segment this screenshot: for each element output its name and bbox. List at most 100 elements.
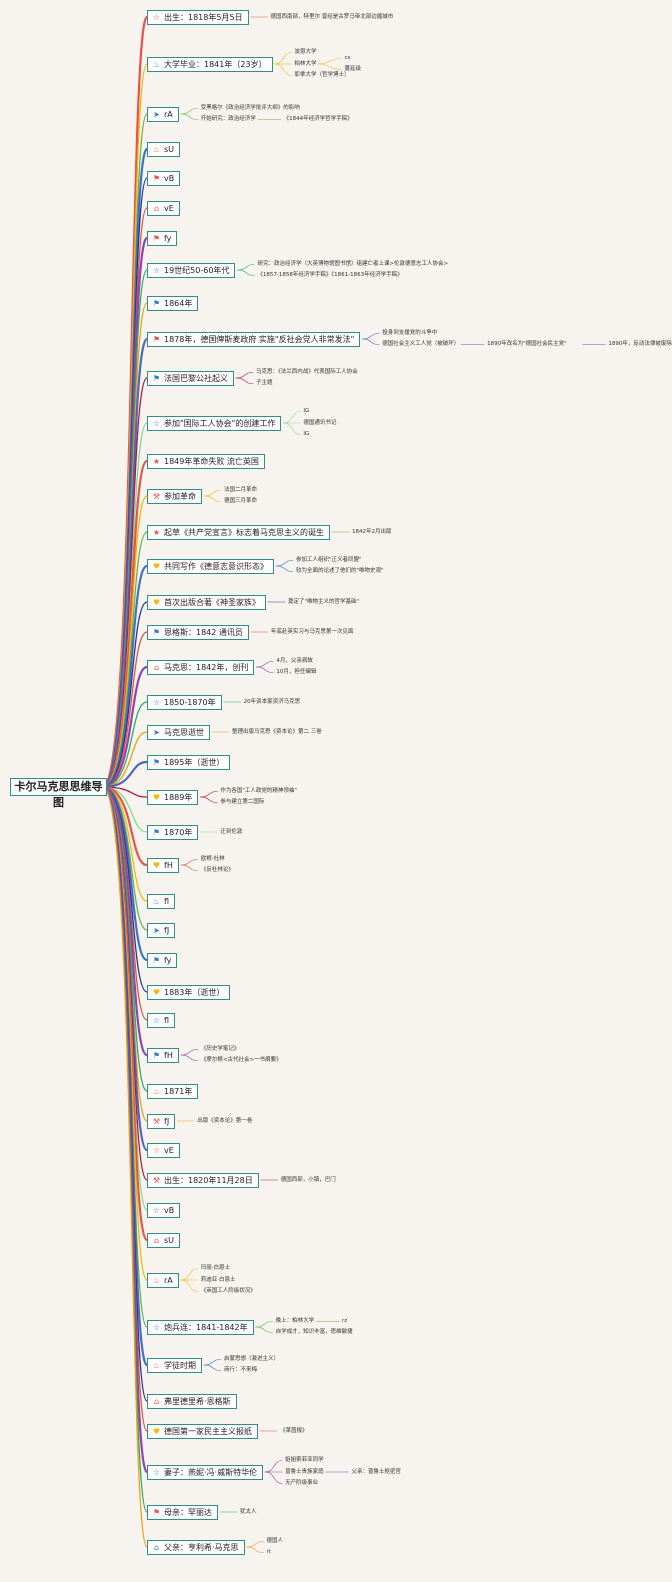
subtopic-leaf[interactable]: IG bbox=[303, 431, 310, 437]
subtopic-leaf[interactable]: 1890年，反动法律被废除 bbox=[608, 341, 672, 348]
subtopic-leaf[interactable]: 子主题 bbox=[256, 380, 273, 387]
branch-node[interactable]: ➤rA bbox=[147, 106, 179, 122]
branch-node[interactable]: ☆妻子：燕妮·冯·威斯特华伦 bbox=[147, 1464, 264, 1480]
subtopic-leaf[interactable]: 《1844年经济学哲学手稿》 bbox=[283, 116, 353, 123]
branch-node[interactable]: ♥fH bbox=[147, 857, 179, 873]
subtopic-leaf[interactable]: 《反杜林论》 bbox=[200, 867, 234, 874]
subtopic-leaf[interactable]: cs bbox=[344, 54, 351, 61]
branch-node[interactable]: ➤fJ bbox=[147, 922, 176, 938]
branch-node[interactable]: ♥共同写作《德意志意识形态》 bbox=[147, 558, 274, 574]
branch-node[interactable]: ⚑法国巴黎公社起义 bbox=[147, 370, 234, 386]
branch-node[interactable]: ⚑fy bbox=[147, 952, 178, 968]
branch-node[interactable]: ⚑母亲：罕丽达 bbox=[147, 1504, 218, 1520]
subtopic-leaf[interactable]: 参与建立第二国际 bbox=[220, 799, 265, 806]
subtopic-leaf[interactable]: 启蒙思想（激进主义） bbox=[224, 1355, 280, 1362]
branch-node[interactable]: ⌂马克思：1842年，创刊 bbox=[147, 659, 255, 675]
subtopic-leaf[interactable]: 莉迪亚·白恩士 bbox=[200, 1276, 236, 1283]
branch-node[interactable]: ♥首次出版合著《神圣家族》 bbox=[147, 594, 266, 610]
subtopic-leaf[interactable]: 投身到支援党的斗争中 bbox=[382, 329, 438, 336]
subtopic-leaf[interactable]: 《1857-1858年经济学手稿》《1861-1863年经济学手稿》 bbox=[257, 272, 403, 279]
subtopic-leaf[interactable]: 马克思：《法兰西内战》代表国际工人协会 bbox=[256, 368, 358, 375]
subtopic-leaf[interactable]: 德国通讯书记 bbox=[303, 419, 337, 426]
branch-node[interactable]: ♨大学毕业：1841年（23岁） bbox=[147, 56, 273, 72]
subtopic-leaf[interactable]: 研究：政治经济学（大英博物馆图书馆）组建亡者上课>伦敦德意志工人协会> bbox=[257, 260, 449, 267]
subtopic-leaf[interactable]: 欧根·杜林 bbox=[200, 855, 225, 862]
subtopic-leaf[interactable]: 出版《资本论》第一卷 bbox=[197, 1117, 253, 1124]
subtopic-leaf[interactable]: 德国社会主义工人党（被破坏） bbox=[382, 341, 460, 348]
subtopic-leaf[interactable]: 4月，父亲病故 bbox=[276, 657, 313, 664]
subtopic-leaf[interactable]: 开始研究：政治经济学 bbox=[200, 116, 256, 123]
subtopic-leaf[interactable]: 1842年2月出版 bbox=[352, 528, 392, 535]
branch-node[interactable]: ⚒fJ bbox=[147, 1113, 176, 1129]
subtopic-leaf[interactable]: 《英国工人阶级状况》 bbox=[200, 1288, 256, 1294]
subtopic-leaf[interactable]: 《历史学笔记》 bbox=[200, 1045, 240, 1052]
subtopic-leaf[interactable]: 年底赴英实习与马克思第一次见面 bbox=[270, 628, 354, 635]
subtopic-leaf[interactable]: 受黑格尔《政治经济学批评大纲》的影响 bbox=[200, 104, 300, 111]
subtopic-leaf[interactable]: 晚上：柏林大学 bbox=[275, 1317, 315, 1324]
branch-node[interactable]: ♨sU bbox=[147, 141, 181, 157]
branch-node[interactable]: ☆参加"国际工人协会"的创建工作 bbox=[147, 415, 282, 431]
branch-node[interactable]: ♥1883年（逝世） bbox=[147, 984, 231, 1000]
subtopic-leaf[interactable]: 蔓延级 bbox=[344, 66, 361, 73]
subtopic-leaf[interactable]: 迁到伦敦 bbox=[220, 828, 243, 835]
subtopic-leaf[interactable]: 整理出版马克思《资本论》第二 三卷 bbox=[232, 728, 322, 735]
root-topic[interactable]: 卡尔马克思思维导图 bbox=[10, 778, 107, 809]
subtopic-leaf[interactable]: 《莱茵报》 bbox=[280, 1427, 308, 1434]
branch-node[interactable]: ♨学徒时期 bbox=[147, 1357, 202, 1373]
branch-node[interactable]: ⚑恩格斯：1842 通讯员 bbox=[147, 624, 249, 640]
subtopic-leaf[interactable]: 德国西南部，特里尔 曾经是古罗马帝北部边疆城市 bbox=[270, 13, 394, 20]
subtopic-leaf[interactable]: 波恩大学 bbox=[294, 49, 317, 55]
subtopic-leaf[interactable]: IG bbox=[303, 408, 310, 414]
branch-node[interactable]: ➤马克思逝世 bbox=[147, 724, 210, 740]
branch-node[interactable]: ☆fl bbox=[147, 1012, 176, 1028]
subtopic-leaf[interactable]: 德国人 bbox=[266, 1537, 284, 1544]
subtopic-leaf[interactable]: 奠定了"唯物主义的哲学基础" bbox=[288, 598, 360, 605]
branch-node[interactable]: ♨fl bbox=[147, 893, 176, 909]
branch-node[interactable]: ⚒参加革命 bbox=[147, 488, 202, 504]
branch-node[interactable]: ☆vE bbox=[147, 1142, 180, 1158]
branch-node[interactable]: ☆1850-1870年 bbox=[147, 694, 222, 710]
branch-node[interactable]: ★1849年革命失败 流亡英国 bbox=[147, 453, 265, 469]
branch-node[interactable]: ⚒出生：1820年11月28日 bbox=[147, 1172, 259, 1188]
branch-node[interactable]: ⌂sU bbox=[147, 1232, 181, 1248]
subtopic-leaf[interactable]: 柏林大学 bbox=[294, 60, 317, 67]
branch-node[interactable]: ♨1871年 bbox=[147, 1083, 199, 1099]
subtopic-leaf[interactable]: rz bbox=[342, 1317, 348, 1324]
subtopic-leaf[interactable]: 参加工人组织"正义者同盟" bbox=[296, 556, 362, 563]
subtopic-leaf[interactable]: 父亲：普鲁士枢密官 bbox=[351, 1468, 402, 1475]
branch-node[interactable]: ♨rA bbox=[147, 1272, 179, 1288]
subtopic-leaf[interactable]: 耶拿大学（哲学博士） bbox=[294, 72, 350, 78]
branch-node[interactable]: ⚑1878年，德国俾斯麦政府 实施"反社会党人非常发法" bbox=[147, 331, 361, 347]
branch-node[interactable]: ⚑1870年 bbox=[147, 824, 199, 840]
branch-node[interactable]: ⚑fH bbox=[147, 1047, 179, 1063]
branch-node[interactable]: ☆vB bbox=[147, 1202, 181, 1218]
subtopic-leaf[interactable]: 姐姐索菲亚同学 bbox=[285, 1457, 324, 1463]
branch-node[interactable]: ★起草《共产党宣言》标志着马克思主义的诞生 bbox=[147, 524, 330, 540]
branch-node[interactable]: ⚑1864年 bbox=[147, 295, 199, 311]
branch-node[interactable]: ☆19世纪50-60年代 bbox=[147, 262, 236, 278]
branch-node[interactable]: ⚑fy bbox=[147, 230, 178, 246]
subtopic-leaf[interactable]: 自学成才，知识丰富，思维敏捷 bbox=[275, 1329, 353, 1336]
subtopic-leaf[interactable]: 无产阶级事业 bbox=[285, 1480, 319, 1486]
subtopic-leaf[interactable]: 较为全面的论述了他们的"唯物史观" bbox=[296, 568, 384, 575]
subtopic-leaf[interactable]: 犹太人 bbox=[240, 1508, 257, 1515]
subtopic-leaf[interactable]: 1890年改名为"德国社会民主党" bbox=[487, 341, 567, 348]
branch-node[interactable]: ⌂父亲：亨利希·马克思 bbox=[147, 1539, 245, 1555]
subtopic-leaf[interactable]: 德国三月革命 bbox=[224, 498, 258, 505]
branch-node[interactable]: ⌂弗里德里希·恩格斯 bbox=[147, 1393, 237, 1409]
branch-node[interactable]: ⌂vE bbox=[147, 200, 180, 216]
subtopic-leaf[interactable]: 作为各国"工人政党的精神领袖" bbox=[220, 787, 297, 794]
subtopic-leaf[interactable]: 普鲁士贵族家庭 bbox=[285, 1468, 324, 1475]
branch-node[interactable]: ⚑1895年（逝世） bbox=[147, 754, 231, 770]
subtopic-leaf[interactable]: 玛丽·白恩士 bbox=[200, 1265, 231, 1271]
branch-node[interactable]: ☆出生：1818年5月5日 bbox=[147, 9, 249, 25]
subtopic-leaf[interactable]: 商行：不来梅 bbox=[224, 1367, 258, 1374]
branch-node[interactable]: ⚑vB bbox=[147, 170, 181, 186]
branch-node[interactable]: ♥1889年 bbox=[147, 789, 199, 805]
subtopic-leaf[interactable]: 法国二月革命 bbox=[224, 486, 258, 493]
subtopic-leaf[interactable]: 德国西部，小镇，巴门 bbox=[280, 1176, 336, 1183]
branch-node[interactable]: ☆炮兵连：1841-1842年 bbox=[147, 1319, 254, 1335]
subtopic-leaf[interactable]: 《摩尔根<古代社会>一书摘要》 bbox=[200, 1057, 282, 1064]
subtopic-leaf[interactable]: 20年资本家资济马克思 bbox=[243, 698, 301, 705]
subtopic-leaf[interactable]: 10月，担任编辑 bbox=[276, 669, 317, 676]
